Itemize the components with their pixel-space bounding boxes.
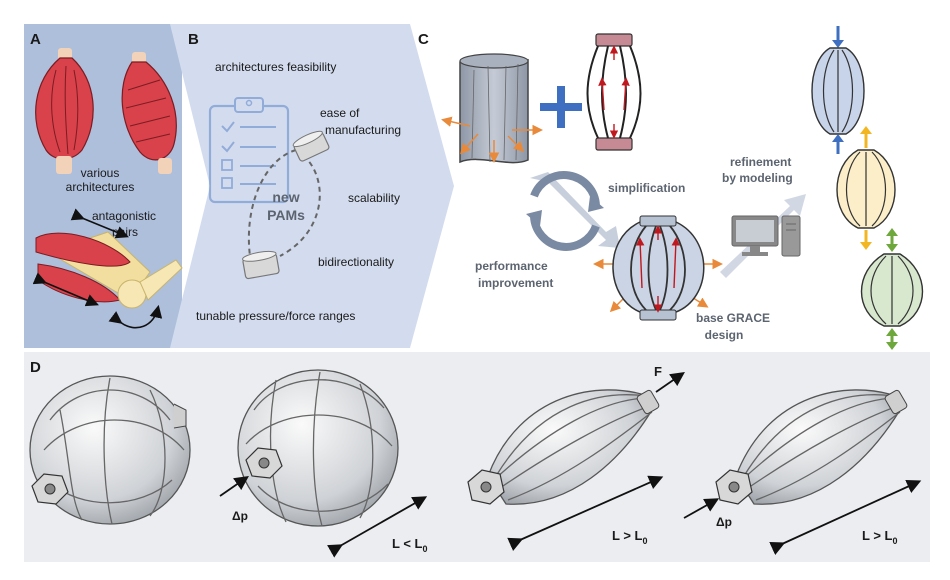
new-pam-silhouette: [242, 130, 330, 280]
pressure-label-1: Δp: [232, 509, 248, 523]
base-grace-line2: design: [705, 328, 744, 342]
ribbed-cage-icon: [586, 33, 642, 151]
various-architectures-line1: various: [81, 166, 120, 180]
muscle-pennate-icon: [121, 52, 177, 174]
requirement-feasibility: architectures feasibility: [215, 60, 336, 74]
force-arrow: [655, 371, 685, 393]
various-architectures-line2: architectures: [66, 180, 135, 194]
refined-design-yellow: [836, 126, 896, 250]
antagonistic-arrow-bottom: [32, 272, 99, 307]
pressure-arrow-1: [219, 475, 249, 497]
new-pams-line2: PAMs: [267, 207, 305, 223]
panel-b-letter: B: [188, 31, 199, 48]
grace-render-extended-pulled: [467, 389, 660, 505]
panel-c-letter: C: [418, 31, 429, 48]
length-arrow-extended-2: [769, 479, 922, 556]
requirement-bidirectionality: bidirectionality: [318, 255, 394, 269]
grace-base-design: [593, 215, 723, 321]
grace-render-contracted: [237, 369, 399, 527]
panel-d-letter: D: [30, 359, 41, 376]
panel-a-letter: A: [30, 31, 41, 48]
force-label: F: [654, 364, 662, 379]
grace-render-rest: [29, 375, 191, 525]
antagonistic-pairs-line1: antagonistic: [92, 209, 156, 223]
refined-design-green: [860, 228, 924, 350]
refinement-line1: refinement: [730, 155, 791, 169]
length-extended-label-1: L > L0: [612, 528, 647, 546]
clipboard-checklist-icon: [208, 97, 290, 204]
pressure-label-2: Δp: [716, 515, 732, 529]
performance-improvement-line1: performance: [475, 259, 548, 273]
computer-icon: [731, 215, 801, 257]
simplification-label: simplification: [608, 181, 685, 195]
requirement-ease-line2: manufacturing: [325, 123, 401, 137]
muscle-fusiform-icon: [35, 48, 94, 174]
flexible-tube-icon: [441, 53, 543, 164]
rotation-arrow: [108, 304, 163, 329]
iteration-cycle-icon: [526, 171, 604, 251]
refined-design-blue: [811, 26, 865, 154]
requirement-pressure-force: tunable pressure/force ranges: [196, 309, 355, 323]
requirement-ease-line1: ease of: [320, 106, 360, 120]
base-grace-line1: base GRACE: [696, 311, 770, 325]
length-contracted-label: L < L0: [392, 536, 427, 554]
performance-improvement-line2: improvement: [478, 276, 553, 290]
length-arrow-extended-1: [507, 475, 664, 551]
new-pams-line1: new: [272, 189, 299, 205]
refinement-line2: by modeling: [722, 171, 793, 185]
length-extended-label-2: L > L0: [862, 528, 897, 546]
antagonistic-arrow-top: [70, 208, 129, 239]
pressure-arrow-2: [683, 498, 720, 519]
requirement-scalability: scalability: [348, 191, 400, 205]
plus-icon: [540, 86, 582, 128]
length-arrow-contracted: [327, 496, 428, 558]
grace-render-extended-pressurized: [715, 389, 908, 505]
